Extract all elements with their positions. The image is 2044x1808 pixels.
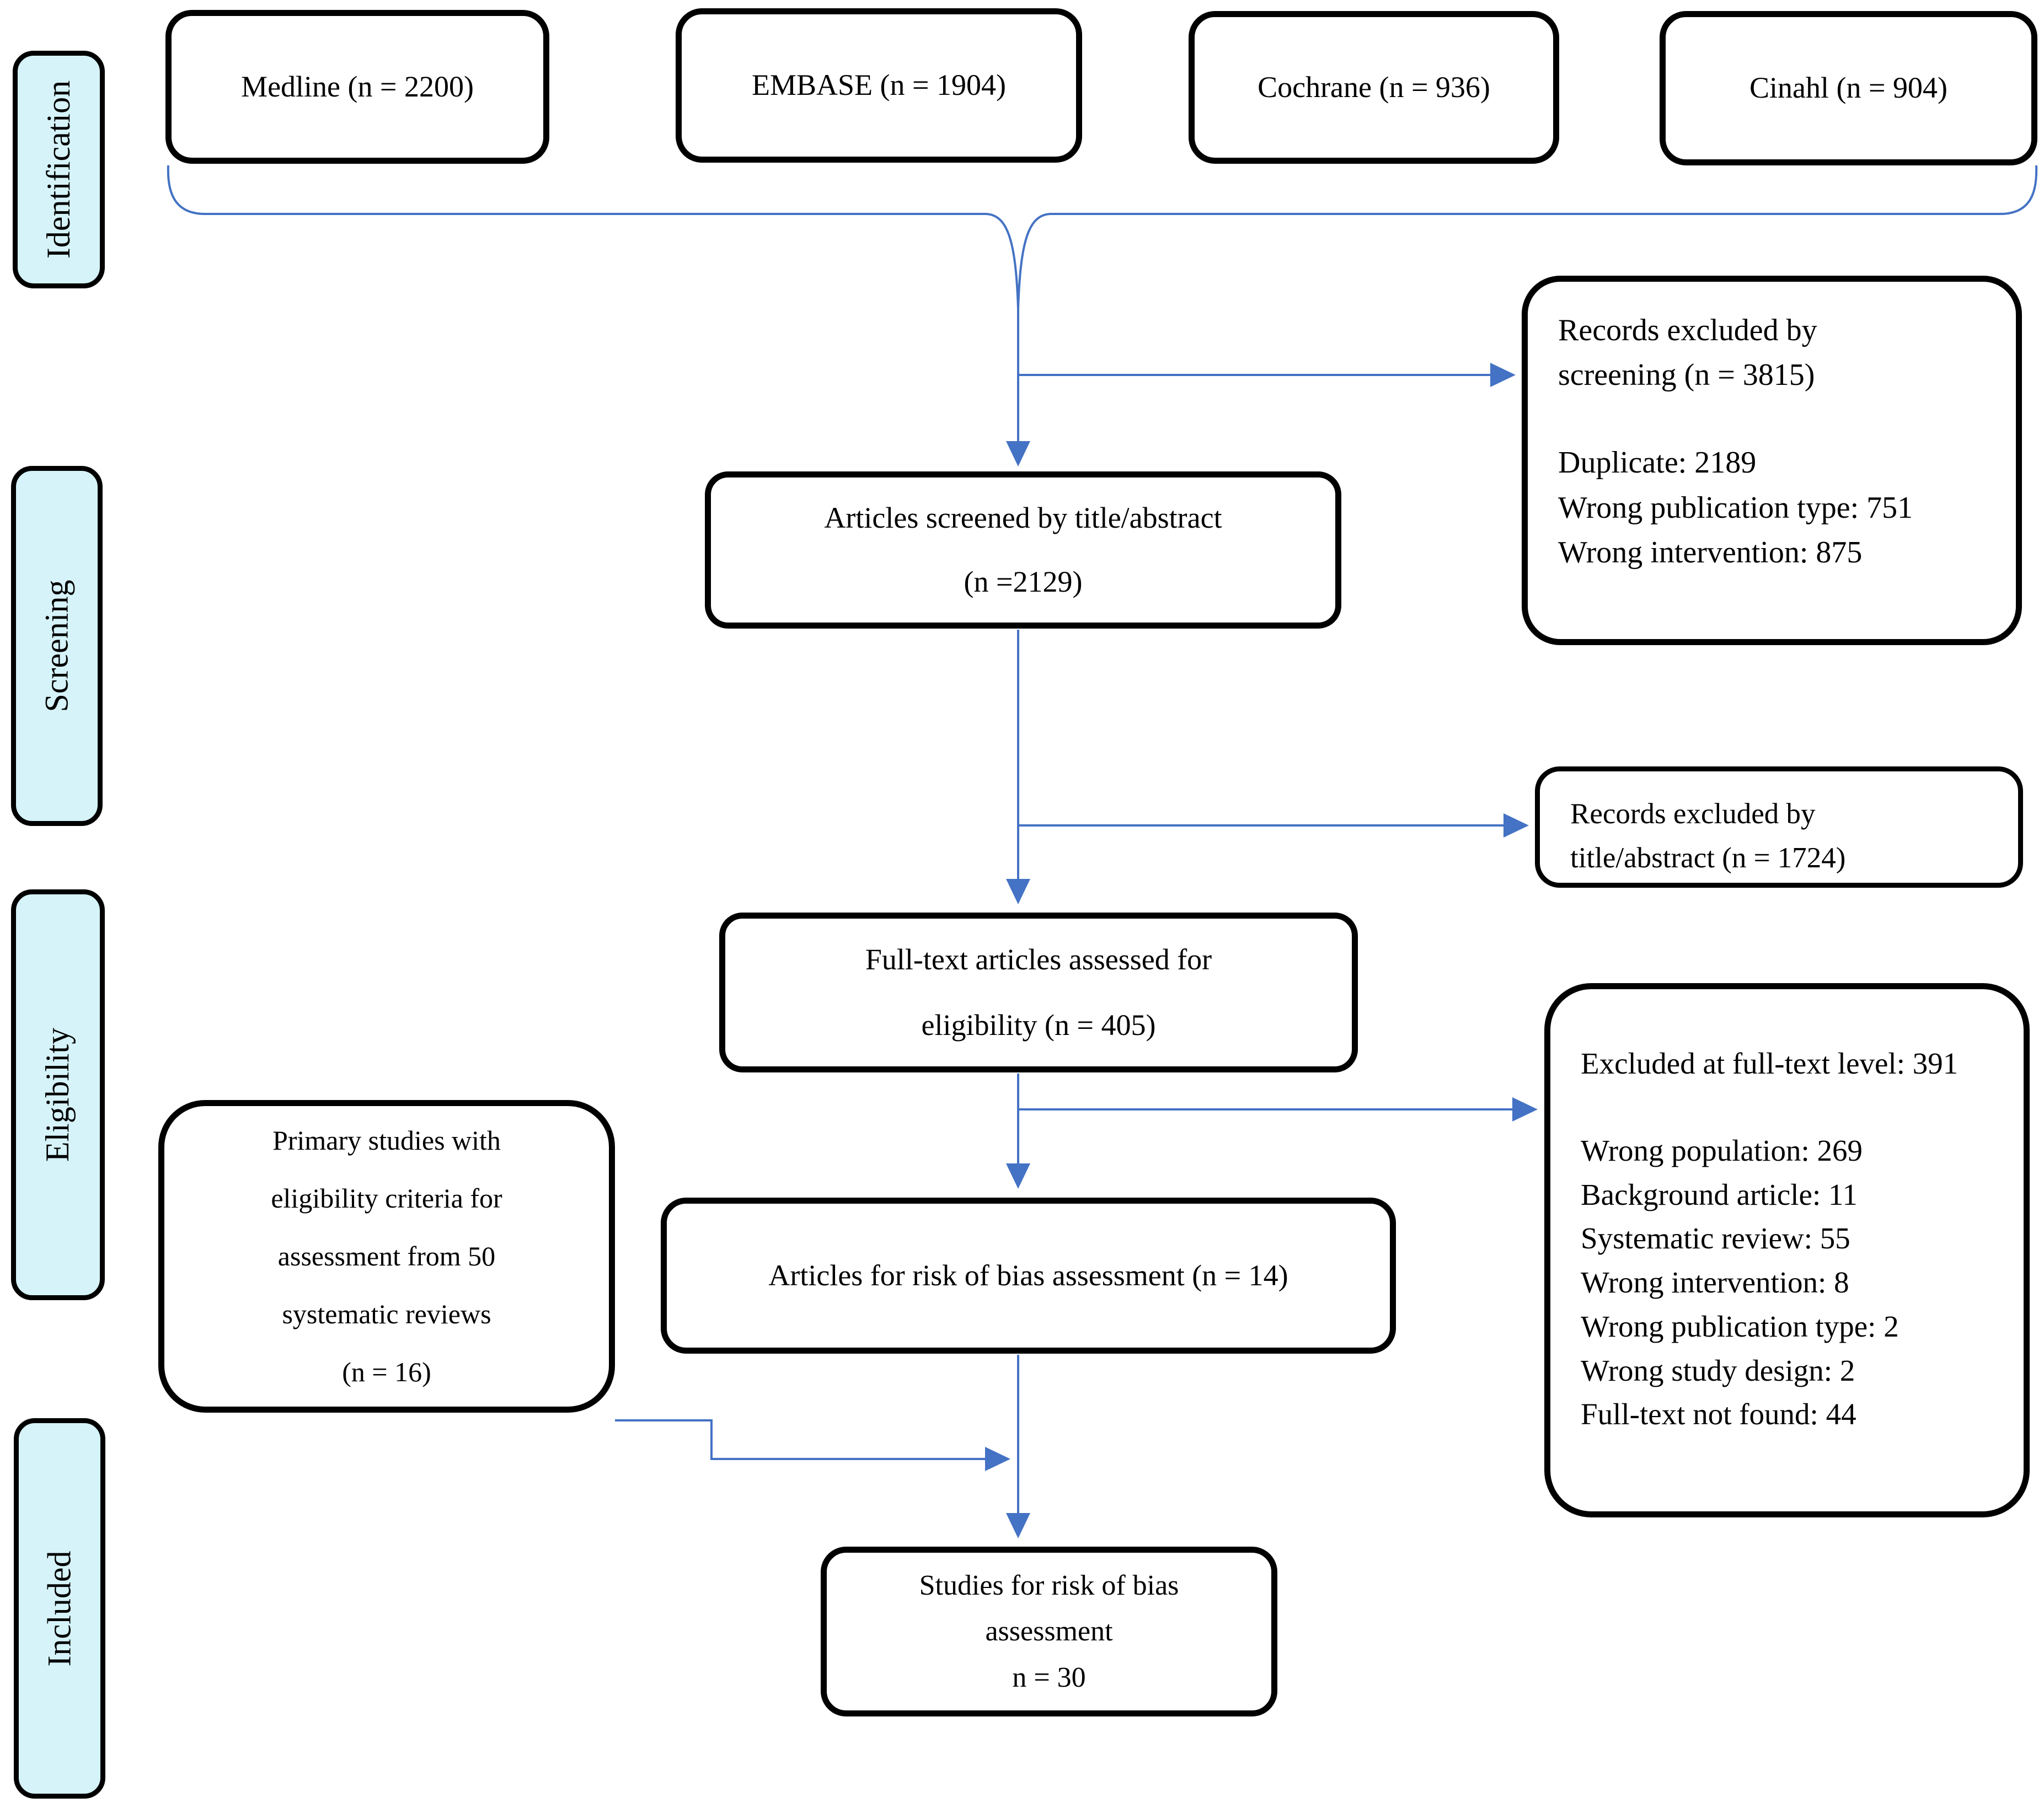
excluded-fulltext-title: Excluded at full-text level: 391 <box>1581 1047 1959 1080</box>
primary-studies-line-1: Primary studies with <box>272 1125 501 1156</box>
primary-studies-line-3: assessment from 50 <box>277 1241 496 1271</box>
excluded-by-title-abstract-title: Records excluded by title/abstract (n = … <box>1570 798 1846 874</box>
stage-eligibility: Eligibility <box>11 889 105 1300</box>
bias-assessment-articles-label: Articles for risk of bias assessment (n … <box>768 1258 1288 1292</box>
stage-identification: Identification <box>13 51 105 288</box>
fulltext-line-2: eligibility (n = 405) <box>921 1008 1156 1042</box>
stage-screening-label: Screening <box>38 580 75 712</box>
excluded-fulltext-box: Excluded at full-text level: 391 Wrong p… <box>1544 983 2030 1517</box>
stage-included: Included <box>14 1418 105 1799</box>
fulltext-line-1: Full-text articles assessed for <box>865 942 1212 976</box>
funnel-bracket-left <box>167 165 1019 309</box>
arrow-from-primary-studies <box>615 1419 1010 1471</box>
source-cochrane-label: Cochrane (n = 936) <box>1258 70 1490 104</box>
stage-eligibility-label: Eligibility <box>39 1027 76 1162</box>
excluded-fulltext-item: Wrong study design: 2 <box>1581 1353 1855 1387</box>
excluded-by-screening-item: Wrong intervention: 875 <box>1558 535 1863 570</box>
excluded-by-screening-title: Records excluded by screening (n = 3815) <box>1558 313 1817 393</box>
primary-studies-line-5: (n = 16) <box>342 1356 431 1387</box>
screened-articles-box: Articles screened by title/abstract (n =… <box>705 471 1341 629</box>
included-studies-box: Studies for risk of bias assessment n = … <box>821 1547 1277 1716</box>
fulltext-assessed-box: Full-text articles assessed for eligibil… <box>719 913 1358 1072</box>
source-medline-label: Medline (n = 2200) <box>241 69 474 103</box>
excluded-fulltext-item: Wrong publication type: 2 <box>1581 1309 1899 1343</box>
bias-assessment-articles-box: Articles for risk of bias assessment (n … <box>661 1198 1396 1354</box>
funnel-bracket-right <box>1017 165 2038 309</box>
primary-studies-line-2: eligibility criteria for <box>271 1183 502 1214</box>
stage-included-label: Included <box>41 1551 78 1666</box>
source-cinahl-label: Cinahl (n = 904) <box>1749 71 1947 105</box>
primary-studies-line-4: systematic reviews <box>282 1299 491 1329</box>
source-box-cochrane: Cochrane (n = 936) <box>1189 11 1559 164</box>
excluded-fulltext-item: Systematic review: 55 <box>1581 1221 1850 1256</box>
excluded-fulltext-item: Wrong population: 269 <box>1581 1133 1863 1167</box>
source-box-cinahl: Cinahl (n = 904) <box>1660 11 2037 165</box>
primary-studies-box: Primary studies with eligibility criteri… <box>158 1100 615 1413</box>
excluded-by-title-abstract-box: Records excluded by title/abstract (n = … <box>1535 766 2023 888</box>
stage-screening: Screening <box>11 466 103 826</box>
excluded-fulltext-item: Background article: 11 <box>1581 1177 1858 1211</box>
included-studies-line-3: n = 30 <box>1012 1661 1086 1693</box>
excluded-by-screening-item: Duplicate: 2189 <box>1558 446 1757 480</box>
screened-line-2: (n =2129) <box>964 565 1083 598</box>
stage-identification-label: Identification <box>40 80 77 259</box>
source-embase-label: EMBASE (n = 1904) <box>752 68 1006 102</box>
excluded-fulltext-item: Wrong intervention: 8 <box>1581 1265 1849 1299</box>
included-studies-line-1: Studies for risk of bias <box>919 1570 1179 1602</box>
included-studies-line-2: assessment <box>985 1616 1113 1648</box>
excluded-by-screening-item: Wrong publication type: 751 <box>1558 490 1913 525</box>
excluded-by-screening-box: Records excluded by screening (n = 3815)… <box>1522 276 2022 645</box>
source-box-embase: EMBASE (n = 1904) <box>676 8 1082 163</box>
screened-line-1: Articles screened by title/abstract <box>824 501 1222 534</box>
source-box-medline: Medline (n = 2200) <box>165 10 549 164</box>
excluded-fulltext-item: Full-text not found: 44 <box>1581 1397 1856 1431</box>
